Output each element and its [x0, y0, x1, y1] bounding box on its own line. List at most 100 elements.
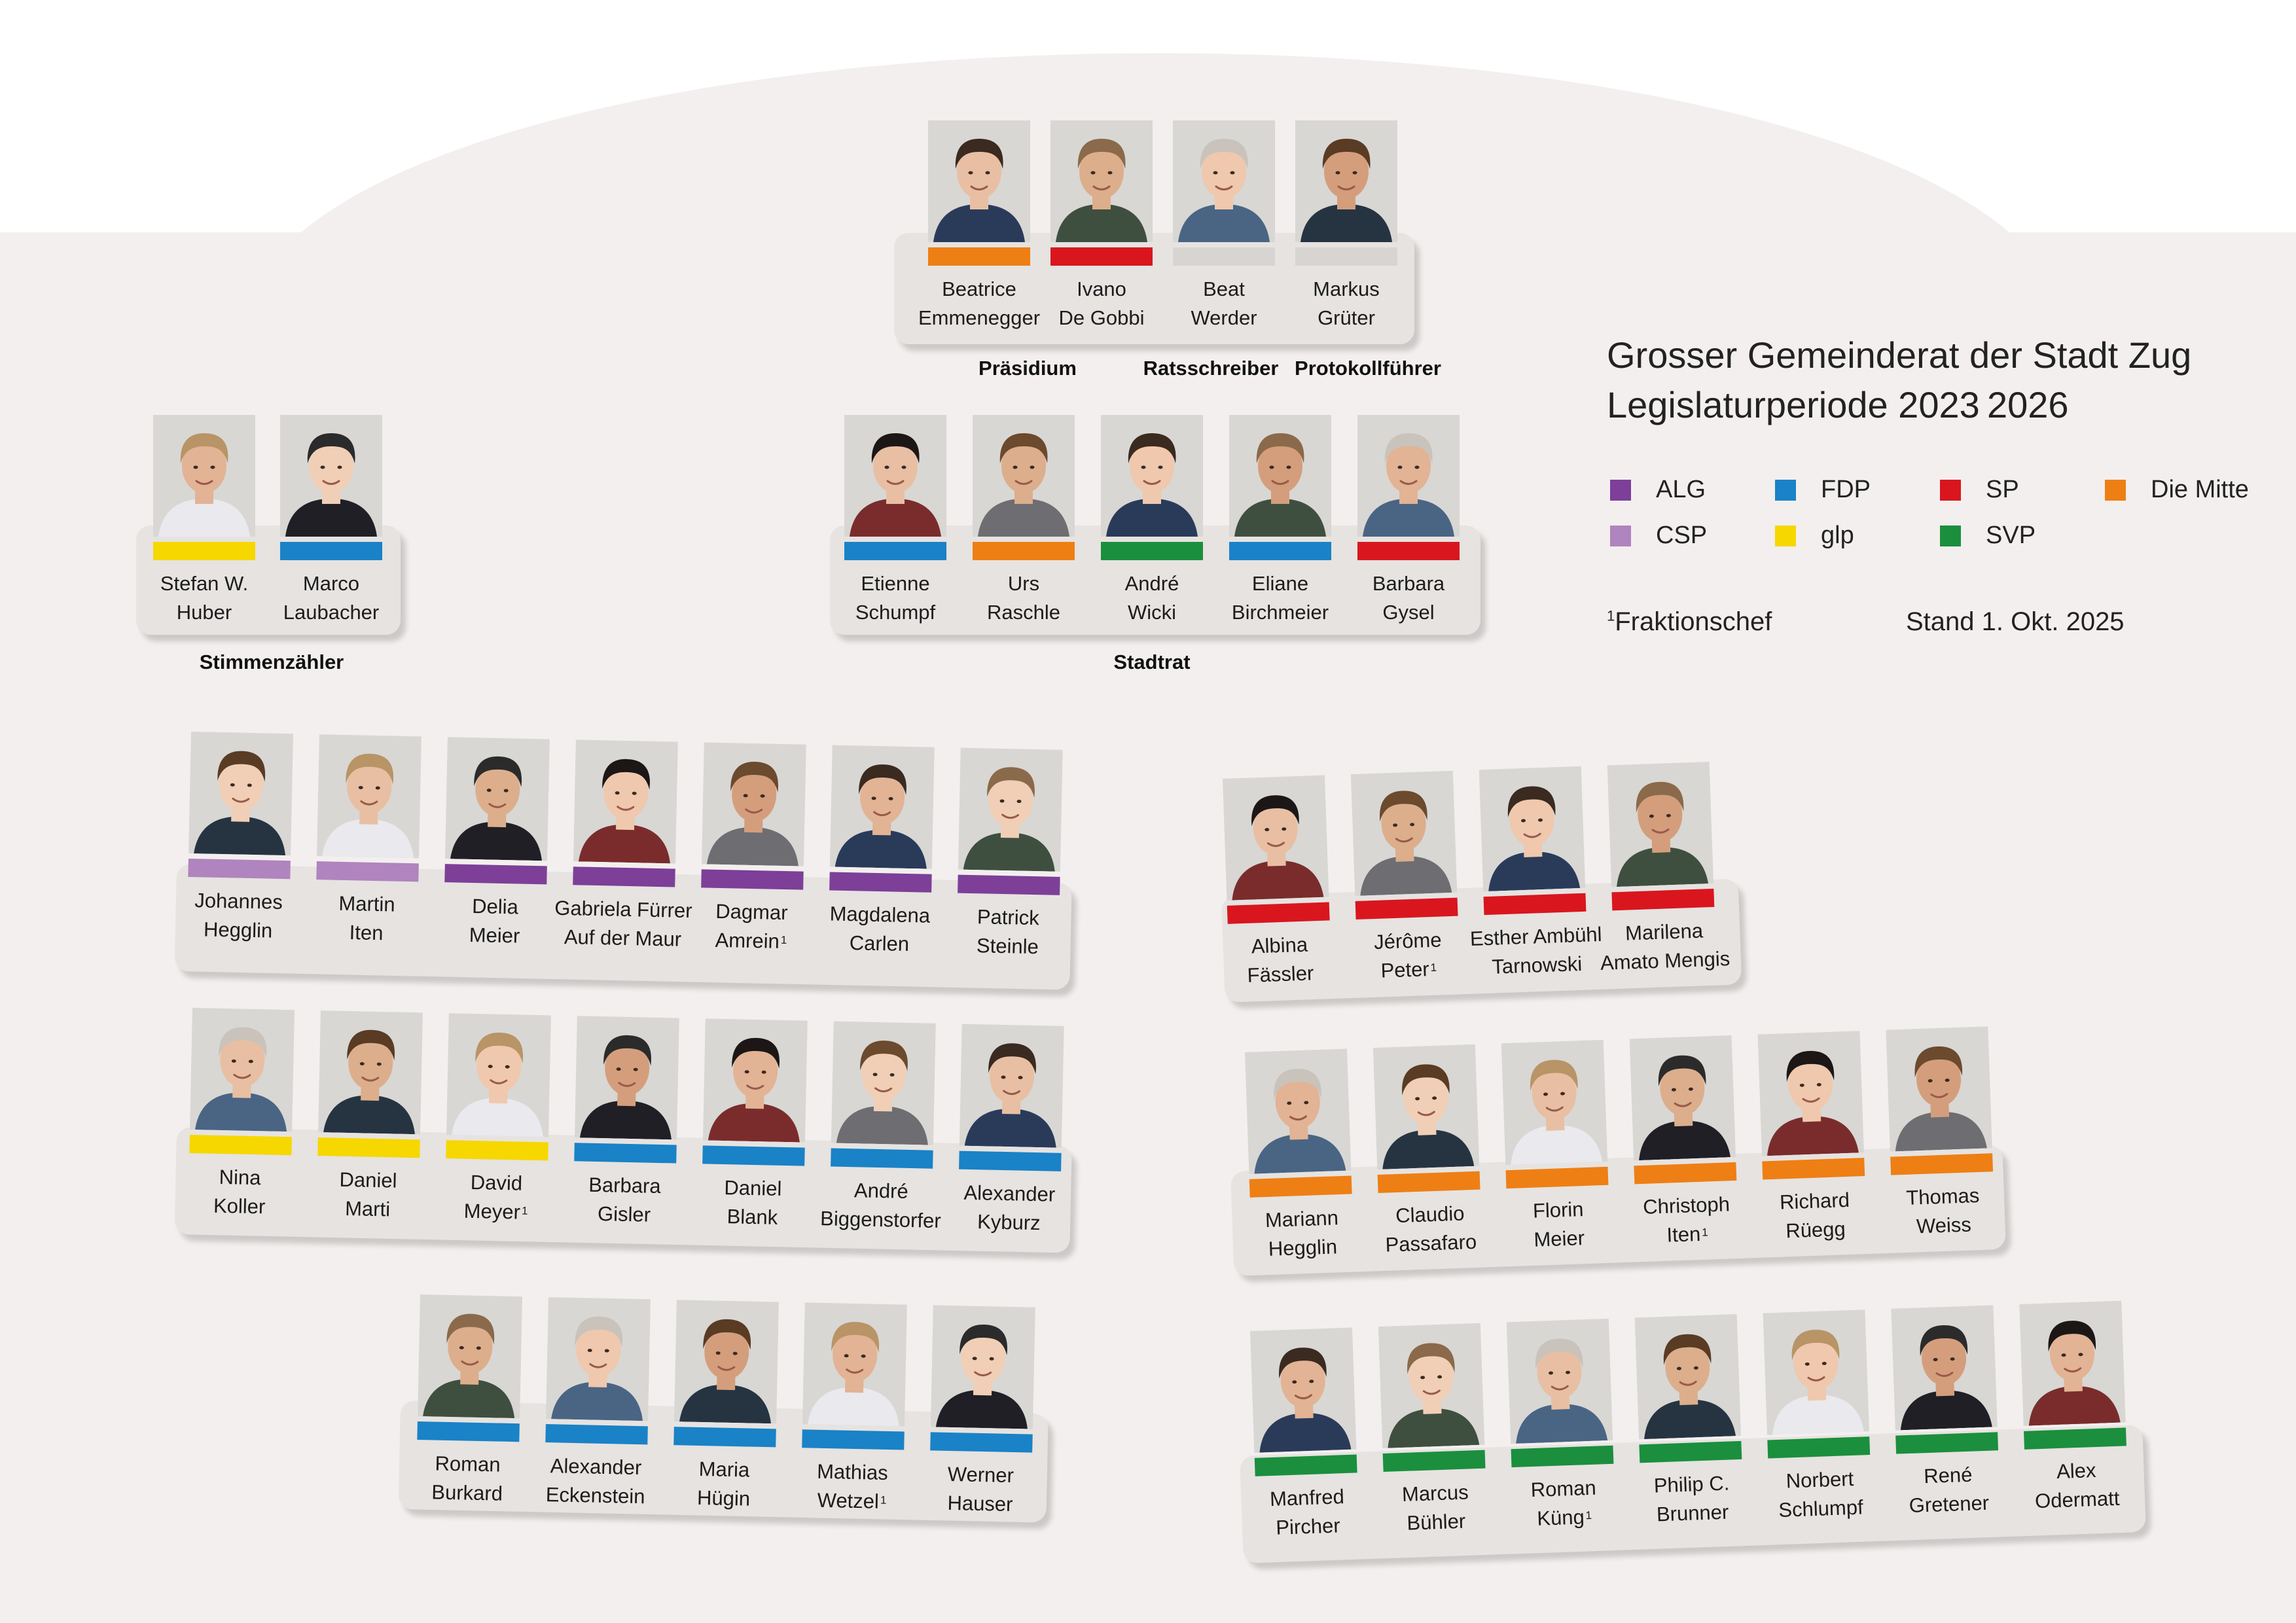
portrait-image — [958, 747, 1063, 872]
legend-swatch-sp — [1940, 479, 1961, 501]
portrait-image — [1101, 415, 1203, 537]
person-photo — [1101, 415, 1203, 537]
person-photo — [1223, 775, 1329, 901]
party-color-bar — [188, 858, 291, 880]
stand-date: Stand 1. Okt. 2025 — [1906, 607, 2125, 636]
person-photo — [1886, 1026, 1992, 1152]
party-color-bar — [446, 1140, 548, 1161]
legend-item-glp: glp — [1775, 522, 1854, 550]
person-surname: Hegglin — [1268, 1235, 1338, 1260]
party-color-bar — [1295, 247, 1397, 266]
person-first-line: Beatrice — [942, 277, 1016, 300]
party-color-bar — [1050, 247, 1153, 266]
person-surname: Grüter — [1318, 306, 1375, 329]
party-color-bar — [1611, 888, 1715, 911]
person-surname: Laubacher — [283, 601, 380, 624]
fraktionschef-marker: 1 — [1701, 1226, 1708, 1239]
party-color-bar — [1895, 1432, 1999, 1454]
portrait-image — [188, 732, 293, 856]
portrait-image — [2019, 1300, 2126, 1426]
person-photo — [1757, 1031, 1864, 1156]
fraktionschef-marker: 1 — [521, 1204, 528, 1217]
person-photo — [445, 737, 550, 861]
person-photo — [844, 415, 946, 537]
portrait-image — [1634, 1314, 1742, 1440]
party-color-bar — [701, 869, 804, 890]
legend-item-svp: SVP — [1940, 522, 2036, 550]
person-surname: Iten — [349, 921, 384, 945]
person-first-line: Urs — [1007, 572, 1040, 595]
party-color-bar — [1355, 897, 1458, 920]
legend-swatch-mitte — [2105, 479, 2126, 501]
party-color-bar — [1382, 1450, 1486, 1472]
party-color-bar — [153, 542, 255, 560]
portrait-image — [674, 1300, 779, 1424]
person-second-line: Gysel — [1331, 598, 1486, 627]
caption-stimmenzaehler: Stimmenzähler — [199, 651, 344, 673]
person-surname: Kyburz — [977, 1210, 1041, 1235]
legend-label: SP — [1986, 476, 2019, 503]
person-photo — [930, 1305, 1035, 1429]
caption-stadtrat: Stadtrat — [1113, 651, 1191, 673]
portrait-image — [1886, 1026, 1992, 1152]
person-photo — [674, 1300, 779, 1424]
person-first-line: Eliane — [1251, 572, 1309, 595]
party-color-bar — [1254, 1454, 1357, 1476]
person-first-line: Marco — [302, 572, 360, 595]
person-photo — [1891, 1305, 1998, 1431]
portrait-image — [1173, 120, 1275, 242]
person-photo — [317, 734, 422, 859]
person-photo — [1763, 1310, 1869, 1435]
portrait-image — [829, 745, 935, 869]
person-first-line: Etienne — [861, 572, 930, 595]
person-second-line: De Gobbi — [1024, 304, 1179, 332]
person-second-line: Laubacher — [254, 598, 408, 627]
portrait-image — [959, 1024, 1064, 1148]
person-surname: Passafaro — [1384, 1230, 1477, 1257]
party-color-bar — [1890, 1153, 1994, 1175]
party-color-bar — [959, 1150, 1062, 1171]
caption-praesidium: Präsidium — [978, 357, 1077, 380]
person-photo — [1372, 1044, 1480, 1170]
person-photo — [1479, 766, 1586, 892]
person-first-line: Markus — [1313, 277, 1380, 300]
person-surname: Tarnowski — [1491, 952, 1583, 978]
person-first-line: Stefan W. — [160, 572, 249, 595]
person-photo — [1350, 770, 1458, 897]
portrait-image — [1050, 120, 1153, 242]
party-color-bar — [1511, 1445, 1614, 1468]
portrait-image — [831, 1021, 936, 1145]
person-surname: Emmenegger — [918, 306, 1041, 329]
person-photo — [418, 1294, 522, 1419]
person-surname: Gisler — [597, 1202, 651, 1226]
person-first-line: Beat — [1203, 277, 1245, 300]
person-photo — [928, 120, 1030, 242]
portrait-image — [318, 1010, 423, 1135]
person-first-line: Alexander — [963, 1181, 1056, 1206]
legend-item-sp: SP — [1940, 476, 2019, 504]
portrait-image — [1229, 415, 1331, 537]
person-surname: Gretener — [1909, 1491, 1990, 1518]
person-second-line: Werder — [1147, 304, 1301, 332]
party-color-bar — [1227, 902, 1330, 924]
person-surname: Wetzel — [817, 1488, 880, 1513]
party-color-bar — [973, 542, 1075, 560]
portrait-image — [546, 1297, 651, 1421]
portrait-image — [317, 734, 422, 859]
person-photo — [958, 747, 1063, 872]
